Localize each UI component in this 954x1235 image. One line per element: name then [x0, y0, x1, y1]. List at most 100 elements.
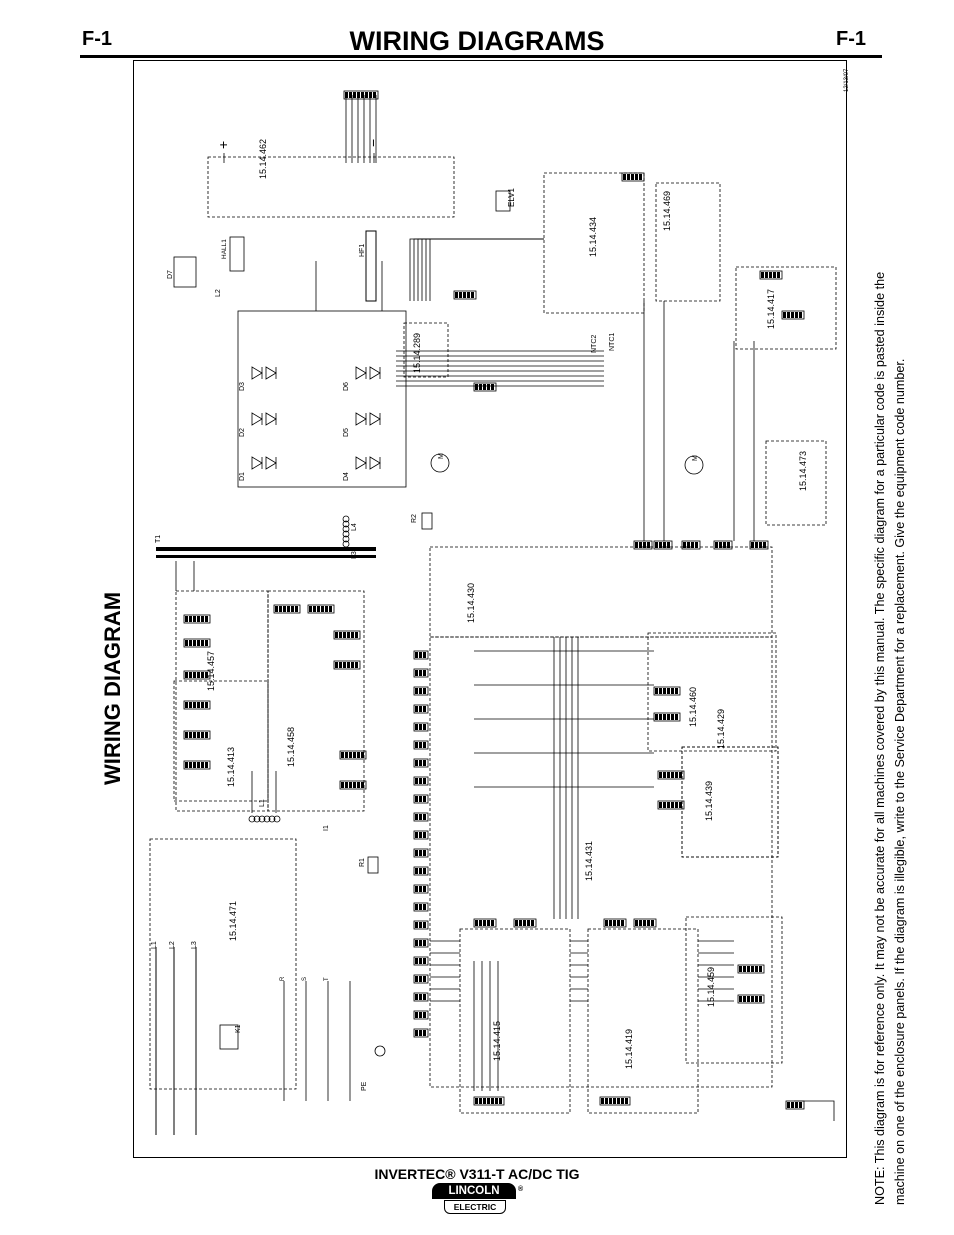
diode-symbol [251, 456, 263, 470]
hall-sensor [229, 236, 245, 272]
connector-J3x [633, 540, 653, 550]
connector-CN-pin [759, 966, 762, 972]
connector-strip-pin [419, 814, 422, 820]
connector-J4x-pin [519, 920, 522, 926]
connector-CN [657, 770, 685, 780]
connector-J4x [513, 918, 537, 928]
signal-wire [425, 238, 544, 301]
connector-J50-pin [791, 1102, 794, 1108]
elv-relay [495, 190, 511, 212]
connector-CN-pin [351, 662, 354, 668]
connector-CN-pin [205, 702, 208, 708]
component-label-D4: D4 [343, 472, 350, 481]
connector-strip [413, 1028, 429, 1038]
board-15.14.430 [429, 546, 773, 638]
hf-coil [365, 230, 377, 302]
board-label-15.14.439: 15.14.439 [704, 781, 714, 821]
connector-strip [413, 722, 429, 732]
connector-CN-pin [335, 632, 338, 638]
board-label-15.14.471: 15.14.471 [228, 901, 238, 941]
output-terminal-plus: + [215, 141, 231, 149]
connector-CN-pin [755, 996, 758, 1002]
inductor-L3L4-coil [342, 540, 350, 548]
board-15.14.431 [429, 636, 773, 1088]
connector-J-pin [769, 272, 772, 278]
diode-symbol [265, 366, 277, 380]
connector-CN [183, 670, 211, 680]
connector-J-pin [471, 292, 474, 298]
connector-J3x-pin [635, 542, 638, 548]
header-rule [80, 55, 882, 58]
connector-J-pin [459, 292, 462, 298]
connector-CN-pin [283, 606, 286, 612]
inductor-L1-coil [263, 815, 271, 823]
connector-CN [653, 712, 681, 722]
board-label-15.14.460: 15.14.460 [688, 687, 698, 727]
connector-CN-pin [751, 996, 754, 1002]
connector-CN-pin [339, 632, 342, 638]
connector-CN-pin [475, 1098, 478, 1104]
connector-J4x-pin [609, 920, 612, 926]
diagram-frame [133, 60, 847, 1158]
board-15.14.413 [173, 680, 269, 802]
component-label-T2C: NTC2 [591, 335, 598, 353]
connector-strip [413, 740, 429, 750]
connector-CN-pin [355, 632, 358, 638]
connector-CN-pin [659, 772, 662, 778]
connector-J4x-pin [523, 920, 526, 926]
connector-CN-pin [185, 702, 188, 708]
connector-J4x-pin [643, 920, 646, 926]
inductor-L3L4-coil [342, 515, 350, 523]
connector-CN-pin [751, 966, 754, 972]
logo-top-text: LINCOLN [432, 1183, 516, 1199]
connector-strip-pin [415, 868, 418, 874]
connector-CN-pin [349, 752, 352, 758]
fuse-I1 [374, 1045, 386, 1057]
connector-CN-pin [197, 640, 200, 646]
inductor-L1-coil [258, 815, 266, 823]
page-title: WIRING DIAGRAMS [349, 26, 605, 56]
connector-CN-pin [189, 732, 192, 738]
connector-J-pin [777, 272, 780, 278]
connector-CN-pin [189, 702, 192, 708]
connector-CN-pin [491, 1098, 494, 1104]
connector-J-pin [479, 384, 482, 390]
connector-CN-pin [295, 606, 298, 612]
connector-J4x [633, 918, 657, 928]
connector-CN-pin [675, 714, 678, 720]
lincoln-electric-logo: LINCOLN ELECTRIC ® [432, 1183, 524, 1215]
connector-J3x-pin [687, 542, 690, 548]
connector-strip-pin [423, 760, 426, 766]
connector-CN-pin [201, 702, 204, 708]
connector-J20-pin [373, 92, 376, 98]
connector-J4x-pin [617, 920, 620, 926]
connector-CN-pin [193, 702, 196, 708]
board-15.14.289 [403, 322, 449, 378]
board-label-15.14.459: 15.14.459 [706, 967, 716, 1007]
connector-strip-pin [423, 886, 426, 892]
connector-strip-pin [419, 652, 422, 658]
phase-label-R: R [280, 976, 286, 981]
connector-CN [339, 780, 367, 790]
connector-J20-pin [353, 92, 356, 98]
connector-J [759, 270, 783, 280]
board-label-15.14.462: 15.14.462 [258, 139, 268, 179]
connector-CN-pin [205, 640, 208, 646]
note-line-2: machine on one of the enclosure panels. … [893, 358, 907, 1205]
connector-strip-pin [415, 886, 418, 892]
connector-CN-pin [339, 662, 342, 668]
board-15.14.429 [681, 746, 779, 858]
connector-strip-pin [423, 724, 426, 730]
connector-CN [333, 660, 361, 670]
connector-CN-pin [201, 762, 204, 768]
component-label-M: M [438, 453, 445, 459]
board-label-15.14.429: 15.14.429 [716, 709, 726, 749]
connector-CN [183, 638, 211, 648]
connector-CN-pin [321, 606, 324, 612]
connector-strip-pin [423, 868, 426, 874]
connector-CN-pin [275, 606, 278, 612]
connector-CN-pin [201, 616, 204, 622]
connector-strip-pin [419, 778, 422, 784]
connector-strip-pin [419, 1030, 422, 1036]
board-label-15.14.430: 15.14.430 [466, 583, 476, 623]
